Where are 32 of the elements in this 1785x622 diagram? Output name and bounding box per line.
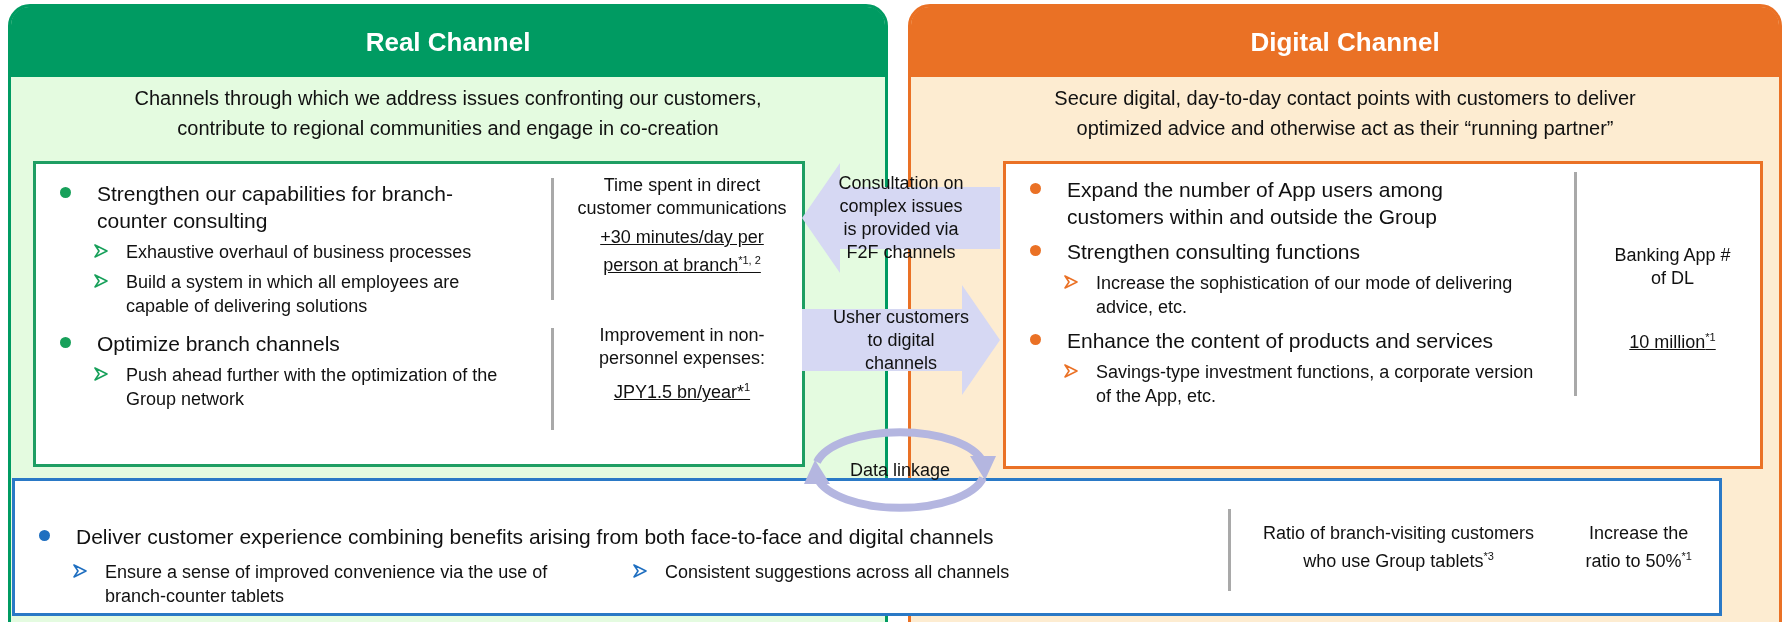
sub-bullet-text: Exhaustive overhaul of business processes: [126, 241, 472, 264]
metric-label: Banking App # of DL: [1613, 244, 1732, 290]
bullet-text: Strengthen our capabilities for branch-counter consulting: [97, 181, 455, 234]
panel-header: Digital Channel: [911, 7, 1779, 77]
sub-bullet-text: Consistent suggestions across all channels: [665, 561, 1010, 584]
panel-subtitle: Secure digital, day-to-day contact points with customers to deliver optimized advice and otherwise act as their “running partner”: [1053, 86, 1637, 141]
bullet-text: Optimize branch channels: [97, 331, 340, 357]
edge-label: Usher customers to digital channels: [832, 305, 970, 375]
initiative-box: [12, 478, 1722, 616]
sub-bullet-text: Savings-type investment functions, a corporate version of the App, etc.: [1096, 361, 1535, 408]
metric-label: Improvement in non-personnel expenses:: [597, 324, 767, 370]
metric-value: +30 minutes/day per person at branch$^{*1, 2}$: [599, 226, 765, 277]
panel-header: Real Channel: [11, 7, 885, 77]
bullet-text: Strengthen consulting functions: [1067, 239, 1361, 265]
sub-bullet-text: Push ahead further with the optimization of the Group network: [126, 364, 499, 411]
block-arrow: [802, 163, 1000, 273]
sub-bullet-text: Ensure a sense of improved convenience via the use of branch-counter tablets: [105, 561, 549, 608]
initiative-box: [1003, 161, 1763, 469]
metric-value: JPY1.5 bn/year*$^{1}$: [613, 380, 751, 404]
initiative-box: [33, 161, 805, 467]
bullet-text: Deliver customer experience combining benefits arising from both face-to-face and digital channels: [76, 524, 994, 550]
block-arrow: [802, 285, 1000, 395]
metric-label: Increase the ratio to 50%$^{*1}$: [1584, 521, 1693, 573]
sub-bullet-text: Increase the sophistication of our mode of delivering advice, etc.: [1096, 272, 1514, 319]
bullet-text: Expand the number of App users among customers within and outside the Group: [1067, 177, 1444, 230]
metric-label: Time spent in direct customer communications: [576, 174, 788, 220]
edge-label: Consultation on complex issues is provided via F2F channels: [837, 172, 965, 264]
panel-subtitle: Channels through which we address issues confronting our customers, contribute to regional communities and engage in co-creation: [133, 86, 763, 141]
bullet-text: Enhance the content of products and services: [1067, 328, 1494, 354]
sub-bullet-text: Build a system in which all employees are capable of delivering solutions: [126, 271, 461, 318]
metric-label: Ratio of branch-visiting customers who use Group tablets$^{*3}$: [1262, 521, 1536, 573]
metric-value: 10 million$^{*1}$: [1629, 330, 1716, 354]
